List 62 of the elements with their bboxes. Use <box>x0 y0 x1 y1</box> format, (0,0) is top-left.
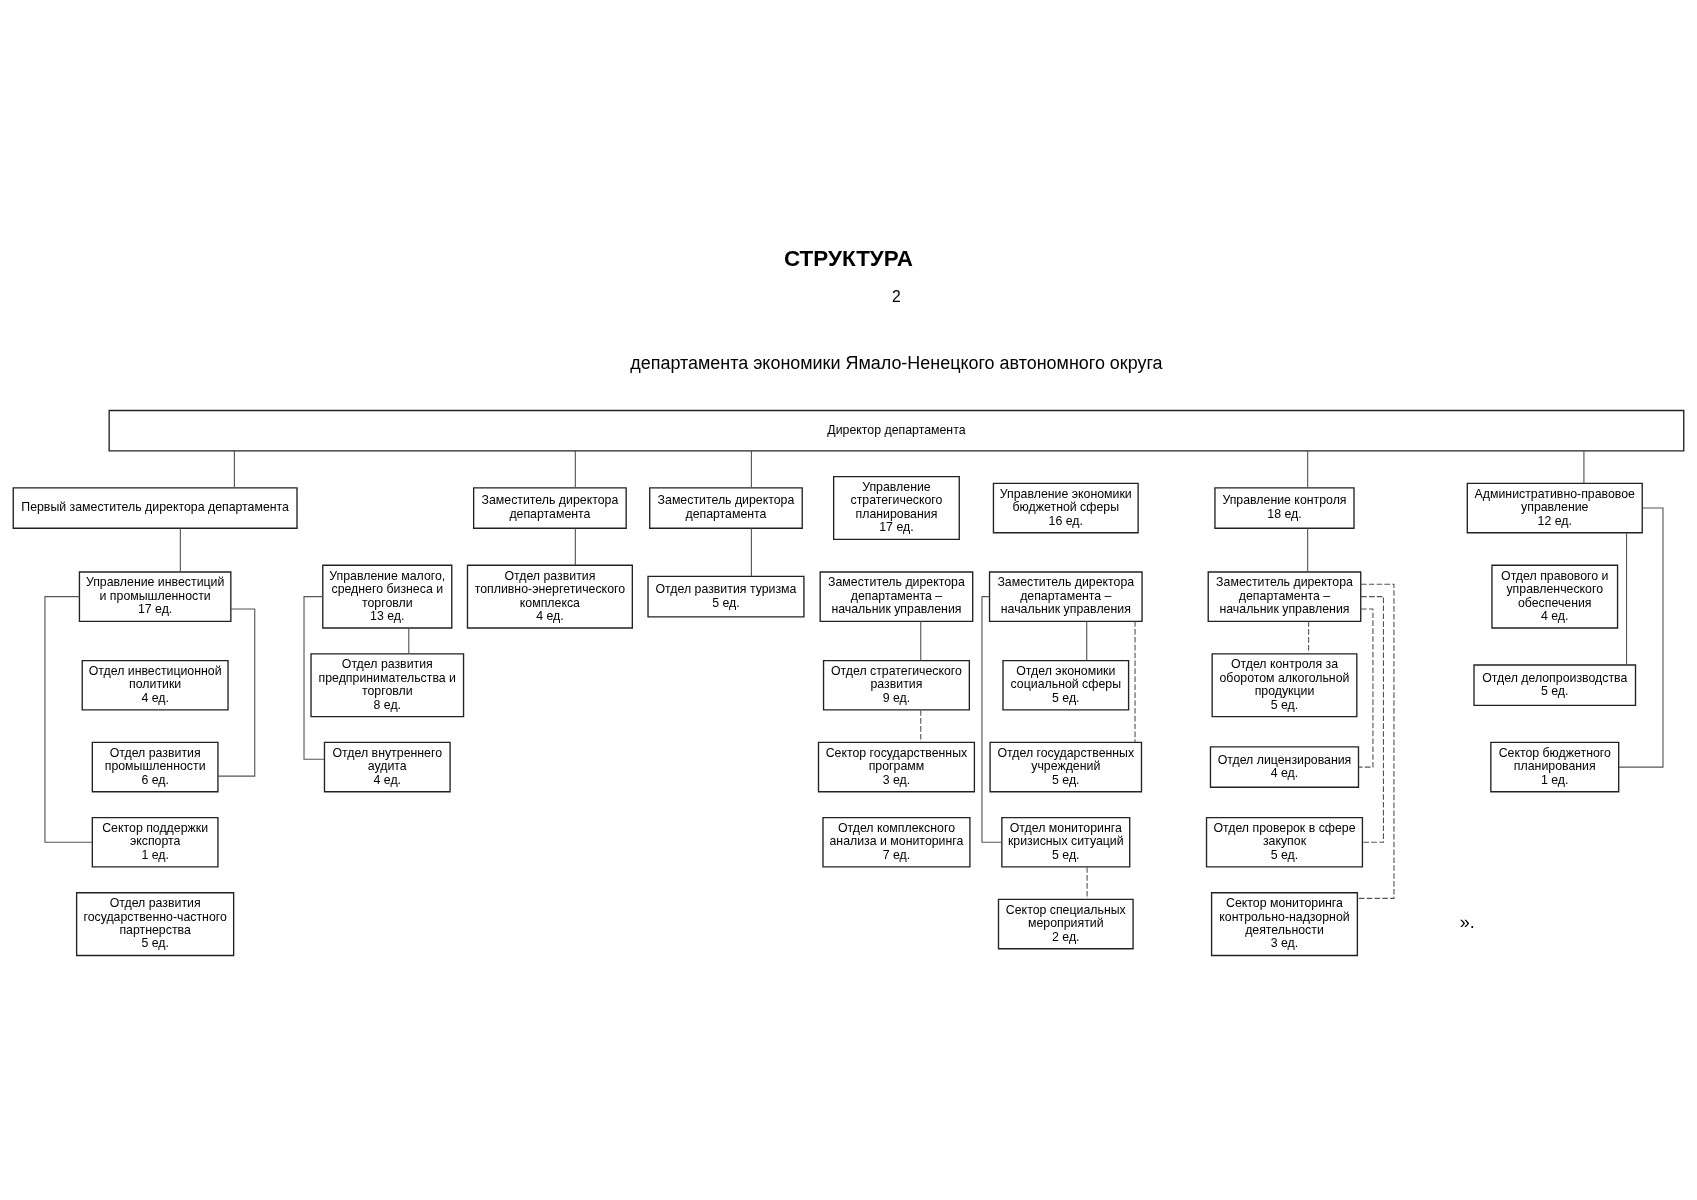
connector <box>920 620 922 661</box>
label: департамента экономики Ямало-Ненецкого автономного округа <box>630 352 1163 373</box>
node-box: Сектор специальных мероприятий 2 ед. <box>997 898 1134 950</box>
connector <box>1307 450 1309 489</box>
node-box: Первый заместитель директора департамента <box>12 487 298 529</box>
node-box: Отдел внутреннего аудита 4 ед. <box>323 741 451 793</box>
node-box: Сектор бюджетного планирования 1 ед. <box>1490 741 1620 793</box>
connector <box>1618 507 1664 768</box>
node-box: Заместитель директора департамента – начальник управления <box>988 571 1143 622</box>
connector <box>1307 528 1309 573</box>
connector <box>1086 866 1088 900</box>
node-box: Заместитель директора департамента – начальник управления <box>819 571 974 622</box>
node-box: Отдел проверок в сфере закупок 5 ед. <box>1205 816 1364 868</box>
node-box: Отдел развития государственно-частного партнерства 5 ед. <box>75 892 235 957</box>
node-box: Управление малого, среднего бизнеса и торговли 13 ед. <box>322 564 453 629</box>
connector <box>750 528 752 577</box>
connector <box>44 596 93 843</box>
connector <box>1086 620 1088 661</box>
node-box: Отдел инвестиционной политики 4 ед. <box>81 659 229 711</box>
node-box: Отдел делопроизводства 5 ед. <box>1473 664 1637 707</box>
connector <box>574 528 576 566</box>
connector <box>574 450 576 489</box>
node-box: Управление инвестиций и промышленности 17 ед. <box>78 571 232 622</box>
connector <box>1583 450 1585 484</box>
node-box: Отдел экономики социальной сферы 5 ед. <box>1002 659 1130 711</box>
node-box: Отдел комплексного анализа и мониторинга 7 ед. <box>822 816 971 868</box>
node-box: Отдел стратегического развития 9 ед. <box>822 659 970 711</box>
node-box: Отдел лицензирования 4 ед. <box>1209 746 1360 788</box>
node-box: Заместитель директора департамента <box>649 487 803 529</box>
node-box: Директор департамента <box>108 409 1685 452</box>
label: 2 <box>892 288 901 306</box>
connector <box>1626 532 1628 666</box>
node-box: Управление контроля 18 ед. <box>1214 487 1355 529</box>
node-box: Отдел развития предпринимательства и торговли 8 ед. <box>310 653 465 718</box>
connector <box>920 709 922 743</box>
connector <box>408 627 410 655</box>
connector <box>1308 620 1310 655</box>
diagram-title: СТРУКТУРА <box>784 245 913 271</box>
node-box: Отдел мониторинга кризисных ситуаций 5 ед. <box>1001 816 1131 868</box>
node-box: Управление экономики бюджетной сферы 16 ед. <box>992 482 1139 534</box>
node-box: Управление стратегического планирования 17 ед. <box>832 475 960 541</box>
node-box: Отдел контроля за оборотом алкогольной продукции 5 ед. <box>1211 653 1358 718</box>
node-box: Отдел правового и управленческого обеспечения 4 ед. <box>1491 564 1619 629</box>
node-box: Отдел развития промышленности 6 ед. <box>91 741 219 793</box>
connector <box>179 528 181 573</box>
connector <box>1360 596 1384 843</box>
node-box: Отдел государственных учреждений 5 ед. <box>989 741 1143 793</box>
label: ». <box>1459 912 1475 933</box>
connector <box>1358 608 1374 768</box>
node-box: Сектор мониторинга контрольно-надзорной деятельности 3 ед. <box>1210 892 1359 957</box>
node-box: Сектор поддержки экспорта 1 ед. <box>91 816 219 868</box>
node-box: Заместитель директора департамента <box>472 487 627 529</box>
connector <box>1134 620 1136 743</box>
node-box: Заместитель директора департамента – начальник управления <box>1207 571 1362 622</box>
node-box: Административно-правовое управление 12 ед. <box>1466 482 1643 534</box>
node-box: Сектор государственных программ 3 ед. <box>817 741 976 793</box>
connector <box>750 450 752 489</box>
node-box: Отдел развития топливно-энергетического комплекса 4 ед. <box>466 564 633 629</box>
connector <box>1356 583 1395 899</box>
node-box: Отдел развития туризма 5 ед. <box>647 575 805 618</box>
connector <box>217 608 256 777</box>
connector <box>233 450 235 489</box>
